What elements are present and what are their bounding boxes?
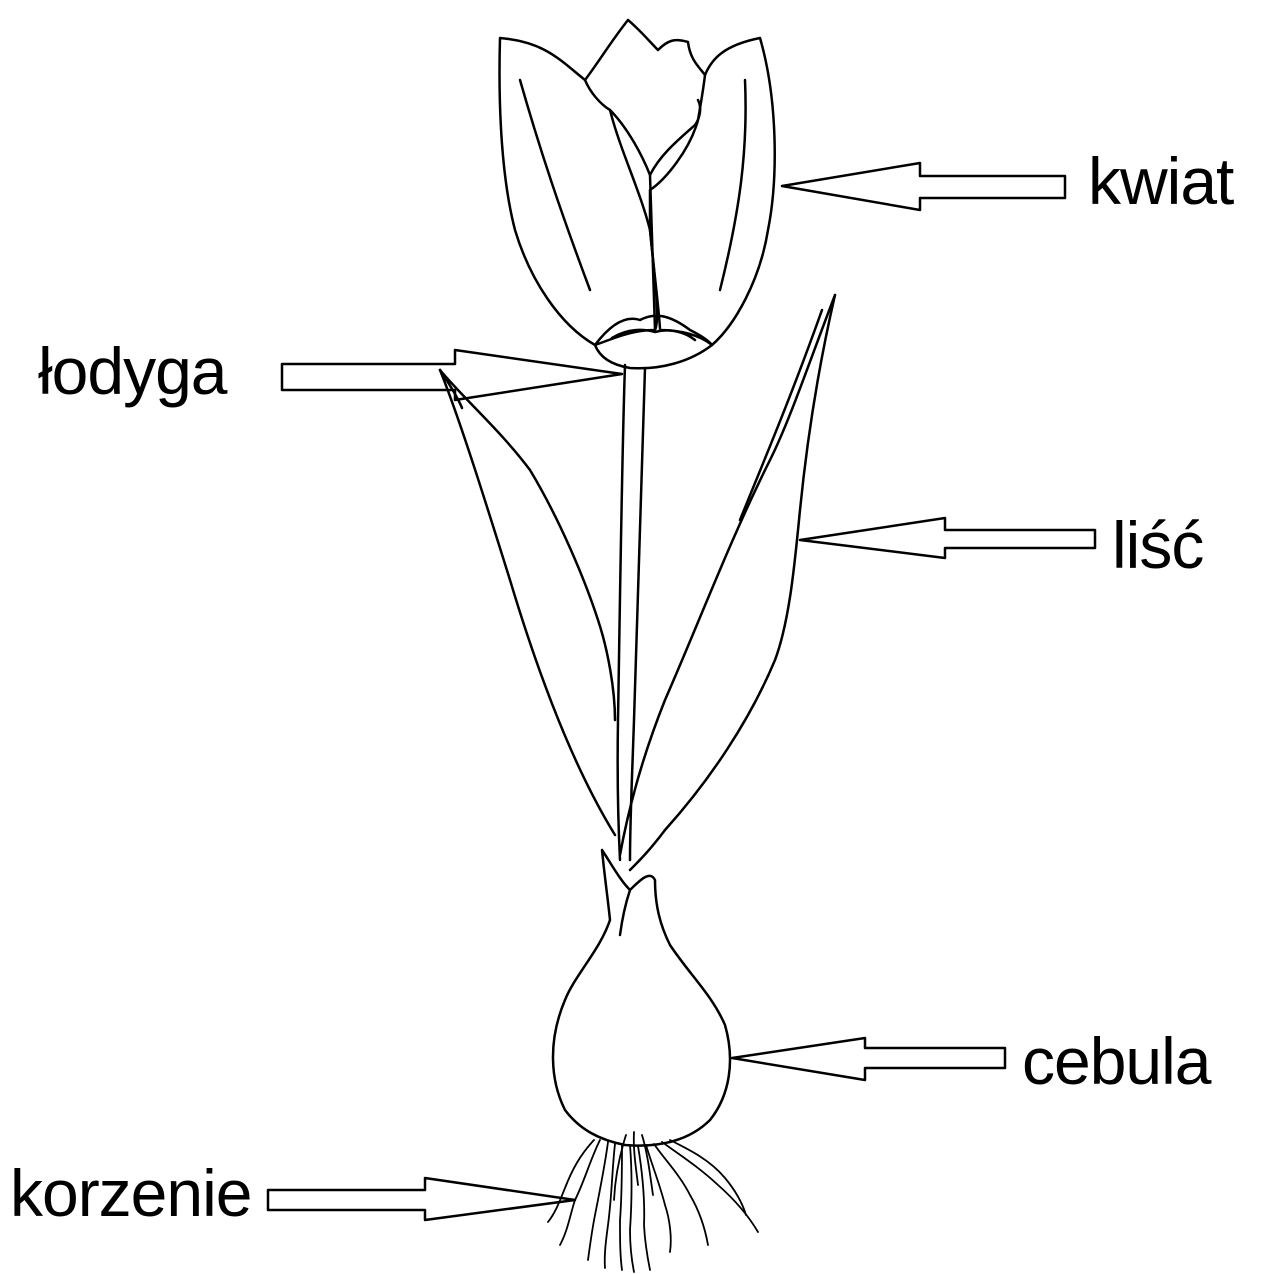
left-leaf-drawing	[440, 370, 615, 835]
label-lodyga: łodyga	[38, 338, 227, 404]
right-leaf-drawing	[620, 295, 835, 870]
arrow-korzenie	[268, 1178, 575, 1220]
label-kwiat: kwiat	[1088, 148, 1233, 214]
stem-drawing	[618, 365, 645, 860]
label-lisc: liść	[1112, 512, 1203, 578]
roots-drawing	[548, 1132, 758, 1272]
label-korzenie: korzenie	[10, 1160, 251, 1226]
bulb-drawing	[553, 850, 730, 1146]
arrow-cebula	[732, 1038, 1005, 1080]
arrow-lisc	[800, 518, 1095, 558]
flower-drawing	[500, 20, 775, 368]
label-cebula: cebula	[1022, 1028, 1211, 1094]
arrow-kwiat	[782, 163, 1065, 210]
